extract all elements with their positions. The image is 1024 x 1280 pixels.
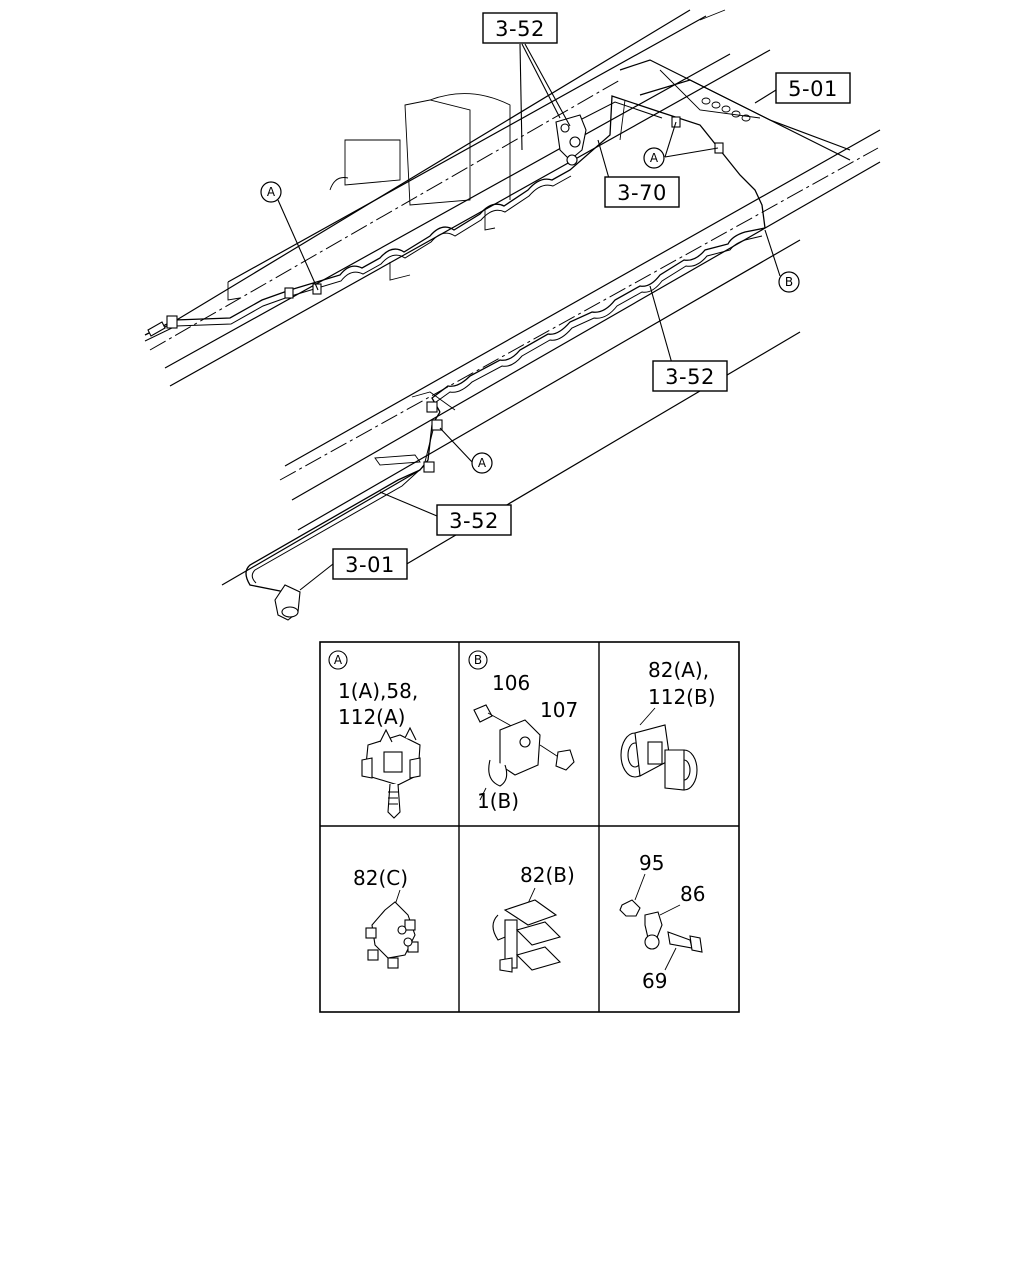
callout-a-lower: A: [471, 452, 493, 474]
svg-text:A: A: [267, 185, 276, 199]
svg-text:B: B: [474, 653, 482, 667]
svg-text:3-01: 3-01: [345, 553, 395, 577]
ref-box-3-52-top: 3-52: [482, 12, 558, 44]
callout-b-right: B: [778, 271, 800, 293]
detail-cell-a: A 1(A),58, 112(A): [328, 650, 421, 819]
clamp-82a-drawing: [620, 707, 698, 791]
svg-text:82(B): 82(B): [520, 863, 575, 887]
svg-text:69: 69: [642, 969, 667, 993]
svg-text:86: 86: [680, 882, 705, 906]
svg-text:3-52: 3-52: [449, 509, 499, 533]
ref-box-5-01: 5-01: [775, 72, 851, 104]
svg-text:107: 107: [540, 698, 578, 722]
clip-a-drawing: [361, 726, 421, 819]
callouts: A A B A: [260, 147, 800, 474]
bolt-clamp-drawing: [619, 873, 703, 971]
brake-pipes: [144, 95, 766, 621]
detail-cell-c: 82(A), 112(B): [620, 658, 716, 791]
ref-box-3-52-low: 3-52: [436, 504, 512, 536]
clip-82c-drawing: [365, 889, 419, 969]
svg-text:5-01: 5-01: [788, 77, 838, 101]
svg-text:1(A),58,: 1(A),58,: [338, 679, 418, 703]
svg-text:1(B): 1(B): [477, 789, 519, 813]
ref-box-3-52-mid: 3-52: [652, 360, 728, 392]
svg-text:A: A: [478, 456, 487, 470]
bracket-b-drawing: [473, 704, 575, 801]
svg-text:B: B: [785, 275, 793, 289]
svg-text:3-52: 3-52: [495, 17, 545, 41]
detail-table: A 1(A),58, 112(A) B 106 107 1(B): [319, 641, 740, 1013]
ref-box-3-70: 3-70: [604, 176, 680, 208]
callout-a-left: A: [260, 181, 282, 203]
svg-text:3-70: 3-70: [617, 181, 667, 205]
reference-labels: 3-52 5-01 3-70 3-52 3-52 3-01: [332, 12, 851, 580]
detail-cell-b: B 106 107 1(B): [468, 650, 578, 813]
svg-text:82(C): 82(C): [353, 866, 408, 890]
svg-text:112(B): 112(B): [648, 685, 716, 709]
ref-box-3-01: 3-01: [332, 548, 408, 580]
svg-text:A: A: [334, 653, 343, 667]
svg-text:A: A: [650, 151, 659, 165]
svg-text:95: 95: [639, 851, 664, 875]
svg-text:82(A),: 82(A),: [648, 658, 709, 682]
callout-a-right: A: [643, 147, 665, 169]
svg-text:106: 106: [492, 671, 530, 695]
detail-cell-f: 95 86 69: [619, 851, 705, 993]
leader-lines: [277, 43, 781, 591]
detail-cell-e: 82(B): [492, 863, 575, 973]
clip-82b-drawing: [492, 887, 562, 973]
svg-text:112(A): 112(A): [338, 705, 405, 729]
svg-text:3-52: 3-52: [665, 365, 715, 389]
chassis-frame: [149, 9, 881, 586]
detail-cell-d: 82(C): [353, 866, 419, 969]
